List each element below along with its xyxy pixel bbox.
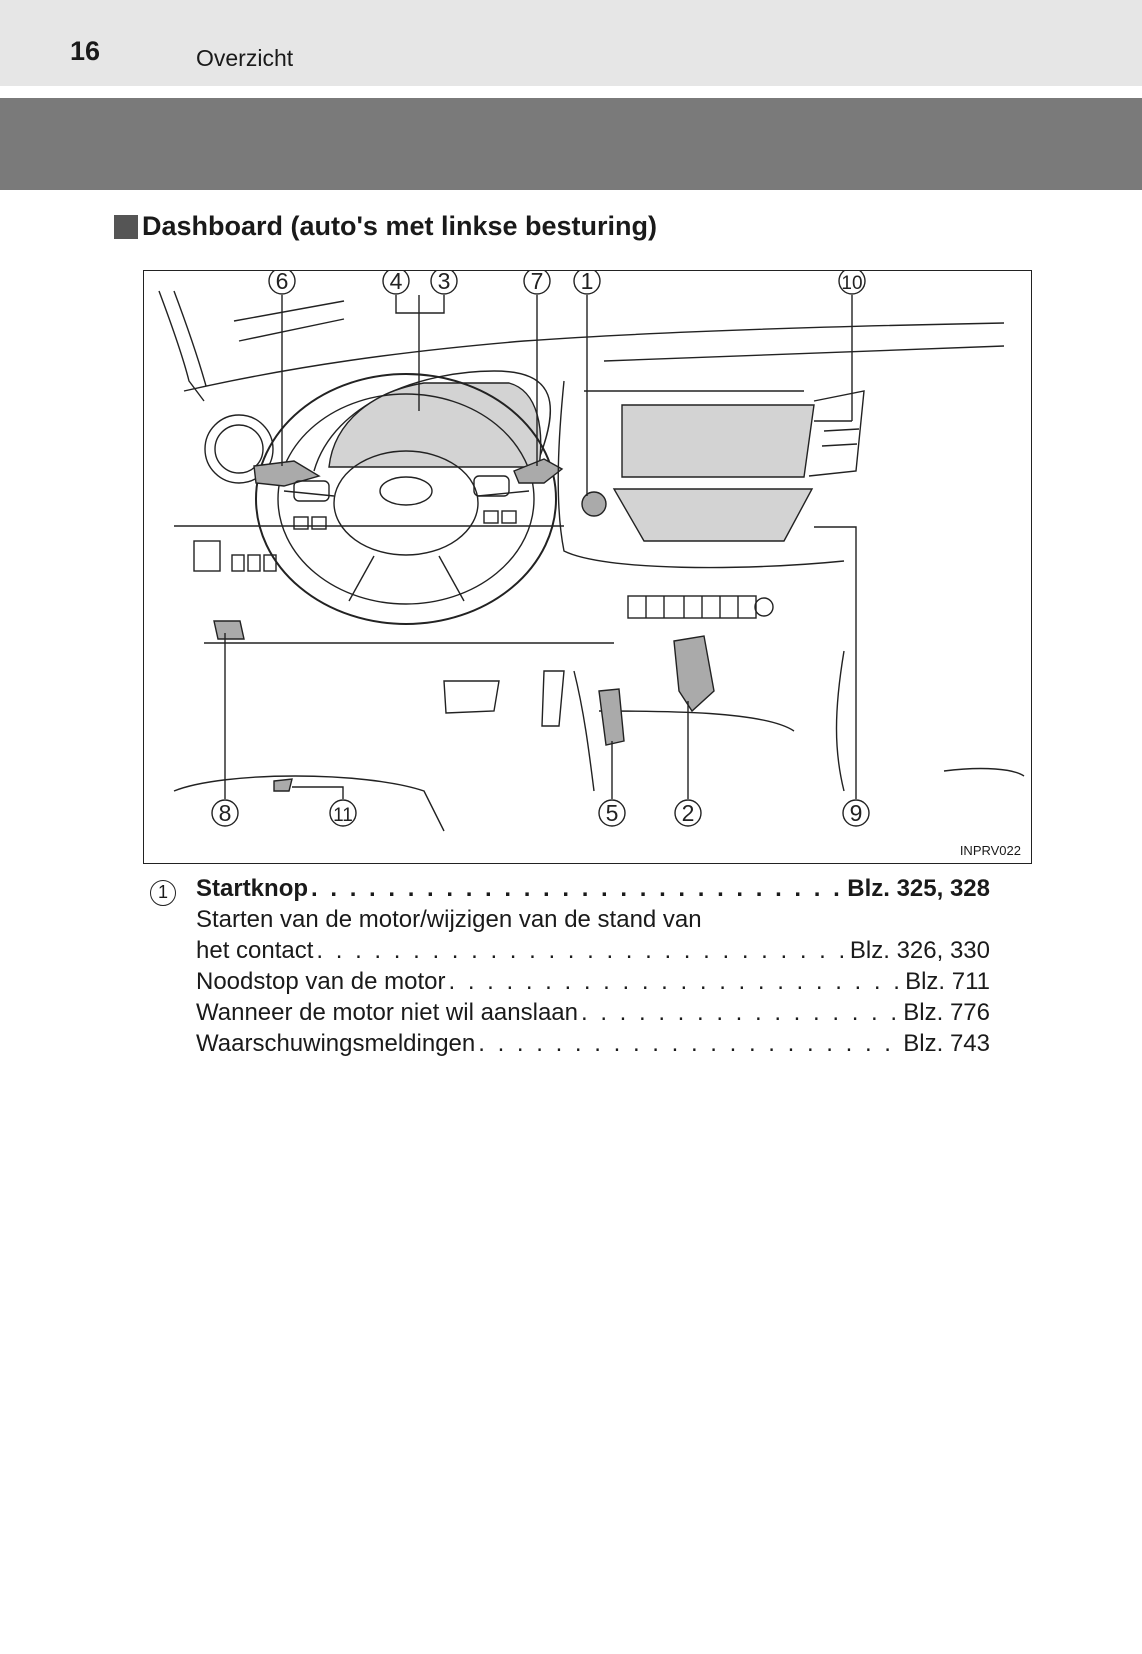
callout-label-8: 8 [219,800,232,826]
chapter-title: Overzicht [196,45,294,71]
leader-dots [316,937,846,965]
callout-3 [430,271,458,295]
sub-item-label: Noodstop van de motor [196,968,446,995]
item-title: Startknop [196,875,309,902]
item-description: Starten van de motor/wijzigen van de sta… [196,906,702,933]
section-square-icon [114,214,138,239]
callout-label-2: 2 [682,800,695,826]
callout-10 [838,271,866,295]
sub-item: Noodstop van de motor Blz. 711 [196,968,990,999]
figure-code: INPRV022 [959,843,1021,858]
chapter-band [0,98,1142,190]
leader-dots [311,875,844,903]
callout-label-6: 6 [276,271,289,294]
callout-5 [598,799,626,827]
callout-9 [842,799,870,827]
sub-item-pages: Blz. 326, 330 [849,937,990,964]
callout-label-1: 1 [581,271,594,294]
callout-4 [382,271,410,295]
sub-item: Waarschuwingsmeldingen Blz. 743 [196,1030,990,1061]
item-list: 1 Startknop Blz. 325, 328 Starten van de… [150,875,990,1061]
section-heading: Dashboard (auto's met linkse besturing) [114,211,657,242]
callout-label-4: 4 [390,271,403,294]
callout-11 [329,799,357,827]
callout-markers [211,271,870,827]
leader-dots [581,999,900,1027]
list-item: 1 Startknop Blz. 325, 328 [150,875,990,906]
callout-label-7: 7 [531,271,544,294]
callout-6 [268,271,296,295]
section-title: Dashboard (auto's met linkse besturing) [142,211,658,241]
callout-label-9: 9 [850,800,863,826]
callout-2 [674,799,702,827]
callout-1 [573,271,601,295]
callout-label-3: 3 [438,271,451,294]
sub-item-label: het contact [196,937,314,964]
sub-item-pages: Blz. 776 [903,999,990,1026]
sub-item-pages: Blz. 743 [903,1030,990,1057]
sub-item-pages: Blz. 711 [905,968,990,995]
callout-label-10: 10 [841,273,862,294]
callout-label-11: 11 [333,805,353,826]
sub-item-label: Wanneer de motor niet wil aanslaan [196,999,578,1026]
sub-item: Wanneer de motor niet wil aanslaan Blz. … [196,999,990,1030]
page-number: 16 [70,36,101,66]
item-number: 1 [150,879,176,906]
sub-item-label: Waarschuwingsmeldingen [196,1030,476,1057]
callout-8 [211,799,239,827]
dashboard-illustration: 6 4 3 7 1 10 8 11 5 2 9 INPRV022 [143,270,1032,864]
header-bar [0,0,1142,86]
dashboard-drawing: 6 4 3 7 1 10 8 11 5 2 9 [158,271,1025,832]
callout-label-5: 5 [606,800,619,826]
sub-item: het contact Blz. 326, 330 [196,937,990,968]
leader-dots [478,1030,900,1058]
item-pages: Blz. 325, 328 [847,875,990,902]
leader-dots [448,968,902,996]
callout-7 [523,271,551,295]
